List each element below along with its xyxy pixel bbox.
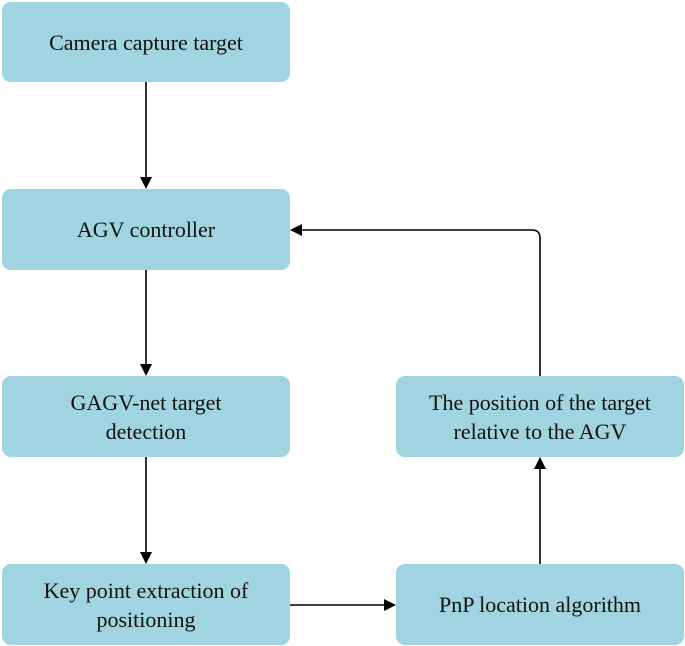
edge-position-to-agv <box>302 229 541 376</box>
node-pnp-label: PnP location algorithm <box>438 592 642 617</box>
arrowhead-agv-feedback <box>290 224 302 236</box>
node-agv-controller: AGV controller <box>2 189 290 270</box>
arrowhead-agv <box>140 177 152 189</box>
node-position-line1: The position of the target <box>429 389 651 415</box>
node-gagv-line1: GAGV-net target <box>70 389 222 415</box>
node-gagv-line2: detection <box>105 418 187 444</box>
node-keypoint-line2: positioning <box>96 606 196 632</box>
node-pnp-location-algorithm: PnP location algorithm <box>396 564 684 645</box>
node-keypoint-text: Key point extraction of positioning <box>44 576 249 634</box>
node-position-text: The position of the target relative to t… <box>429 388 651 446</box>
arrowhead-pnp <box>384 599 396 611</box>
arrowhead-keypoint <box>140 552 152 564</box>
node-keypoint-line1: Key point extraction of <box>43 577 249 603</box>
node-position-line2: relative to the AGV <box>453 418 627 444</box>
node-target-position: The position of the target relative to t… <box>396 376 684 457</box>
arrowhead-position <box>534 457 546 469</box>
node-gagv-net-detection: GAGV-net target detection <box>2 376 290 457</box>
node-gagv-text: GAGV-net target detection <box>71 388 222 446</box>
node-camera-label: Camera capture target <box>49 29 243 55</box>
node-agv-controller-label: AGV controller <box>76 217 216 242</box>
arrowhead-gagv <box>140 364 152 376</box>
node-key-point-extraction: Key point extraction of positioning <box>2 564 290 645</box>
node-camera-capture-target: Camera capture target <box>2 2 290 82</box>
